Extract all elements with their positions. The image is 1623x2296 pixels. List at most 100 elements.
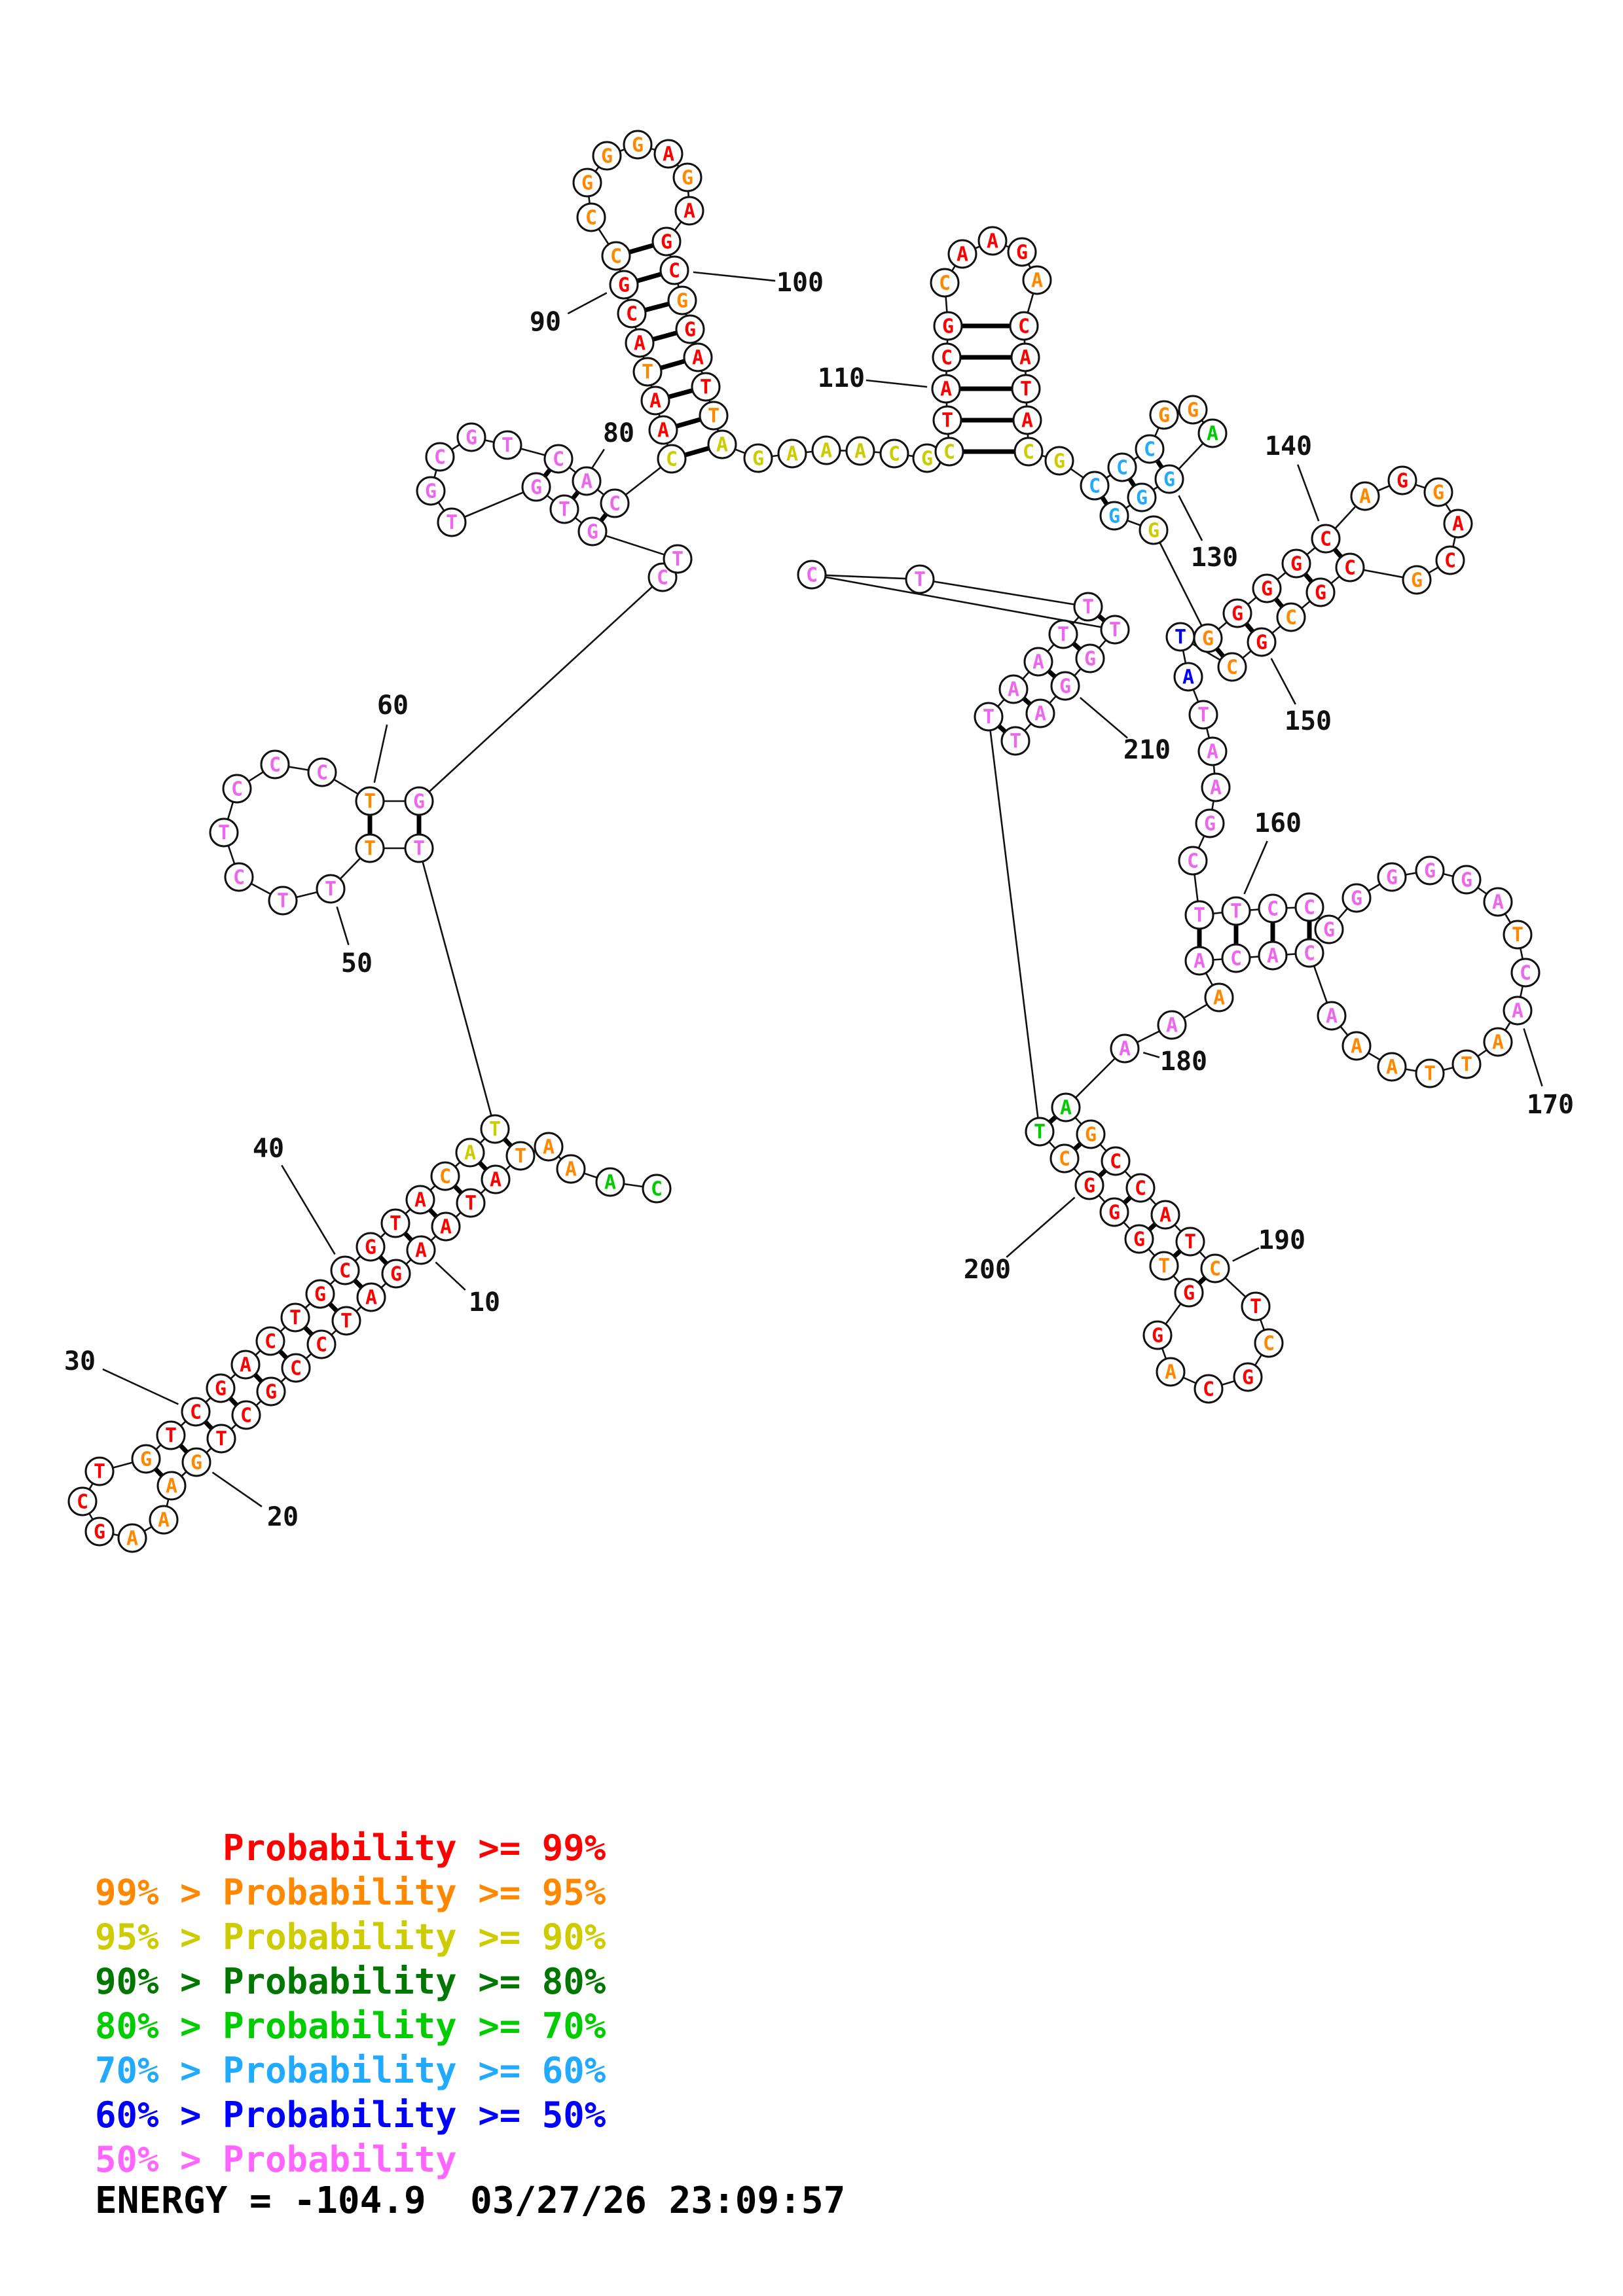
base: C — [543, 444, 574, 474]
base-circle — [231, 1400, 261, 1430]
base-letter: A — [1207, 741, 1218, 764]
base-circle — [1000, 726, 1030, 756]
base: G — [1402, 565, 1432, 595]
base-letter: A — [1386, 1056, 1398, 1079]
position-label: 10 — [469, 1287, 500, 1318]
base-letter: A — [240, 1354, 251, 1377]
base-letter: G — [581, 172, 593, 195]
base-circle — [549, 494, 579, 524]
base-letter: C — [1209, 1258, 1221, 1281]
base: G — [912, 443, 942, 473]
base-circle — [431, 1211, 461, 1242]
base-circle — [601, 241, 631, 271]
base-letter: T — [489, 1119, 501, 1141]
base-circle — [1184, 946, 1214, 976]
position-label: 40 — [253, 1134, 284, 1164]
base: C — [932, 342, 962, 372]
base-circle — [1483, 1027, 1513, 1057]
base-circle — [1178, 846, 1208, 876]
base-letter: A — [1034, 703, 1046, 726]
base-circle — [1074, 1170, 1104, 1200]
base-letter: C — [1304, 942, 1315, 965]
base-circle — [977, 226, 1008, 256]
base: G — [416, 476, 446, 506]
base-circle — [1010, 342, 1040, 372]
base: A — [405, 1185, 435, 1215]
base: A — [156, 1471, 187, 1501]
base-letter: A — [692, 347, 704, 370]
base-letter: T — [289, 1307, 301, 1330]
base-circle — [1149, 1251, 1179, 1281]
base: C — [1107, 452, 1137, 482]
base-circle — [672, 162, 702, 192]
base-letter: T — [558, 499, 570, 522]
base-letter: C — [1520, 962, 1531, 985]
base-letter: G — [1261, 578, 1273, 601]
base-circle — [1165, 622, 1195, 652]
base: G — [1174, 1278, 1204, 1308]
base-circle — [879, 439, 909, 469]
base: G — [84, 1516, 115, 1547]
base-letter: A — [657, 420, 669, 442]
backbone-segment — [987, 716, 1041, 1132]
base: G — [623, 130, 653, 160]
base-letter: C — [264, 1331, 276, 1354]
base-nodes: CAAATATAAGATCCGCTGAAAGCTGTCGACTGCGTACATT… — [67, 130, 1541, 1553]
base-letter: T — [1109, 619, 1121, 642]
base: G — [356, 1232, 386, 1262]
base-letter: G — [140, 1448, 152, 1471]
label-leader-line — [435, 1261, 466, 1291]
base-letter: T — [983, 706, 994, 729]
base-letter: T — [1250, 1296, 1262, 1319]
base-circle — [707, 429, 737, 459]
base-letter: A — [634, 332, 646, 355]
base: T — [1221, 896, 1251, 926]
base: C — [430, 1161, 460, 1191]
base: C — [576, 202, 606, 232]
base: C — [1135, 434, 1165, 464]
base-circle — [1154, 464, 1184, 494]
base: C — [642, 1174, 672, 1204]
base-circle — [683, 342, 713, 372]
base-circle — [1276, 602, 1306, 632]
base-letter: C — [190, 1401, 202, 1424]
base-letter: A — [1213, 987, 1225, 1010]
base: A — [1443, 509, 1473, 539]
structure-svg: CAAATATAAGATCCGCTGAAAGCTGTCGACTGCGTACATT… — [64, 130, 1574, 1553]
base-letter: C — [1267, 898, 1279, 921]
base-letter: G — [1085, 1124, 1097, 1147]
base: A — [534, 1132, 564, 1162]
base-letter: T — [218, 822, 230, 845]
base-circle — [281, 1353, 311, 1383]
base: C — [797, 560, 827, 590]
base: T — [84, 1456, 115, 1486]
base-letter: T — [1175, 626, 1186, 649]
base-letter: T — [515, 1145, 526, 1168]
base: A — [406, 1235, 436, 1265]
base: G — [1252, 573, 1282, 603]
base-circle — [1013, 437, 1044, 467]
base-letter: C — [1304, 897, 1315, 920]
base: A — [648, 415, 678, 445]
base-letter: C — [1023, 441, 1034, 464]
base: G — [1139, 515, 1169, 545]
base-circle — [306, 1329, 337, 1359]
base-circle — [1503, 996, 1533, 1026]
base-letter: C — [240, 1405, 252, 1427]
base-circle — [149, 1505, 179, 1535]
base-letter: G — [1158, 404, 1170, 427]
base: T — [505, 1141, 536, 1171]
base-circle — [556, 1154, 586, 1184]
base: G — [1195, 808, 1225, 838]
position-labels: 1020304050608090100110130140150160170180… — [64, 268, 1574, 1532]
base: G — [1423, 477, 1453, 507]
base: A — [1110, 1033, 1140, 1064]
base-letter: C — [668, 260, 680, 283]
base-letter: A — [414, 1189, 426, 1212]
base-circle — [1025, 698, 1055, 728]
base: G — [1099, 501, 1129, 531]
base-circle — [998, 674, 1029, 704]
base-circle — [1435, 545, 1465, 575]
base-letter: T — [340, 1310, 352, 1333]
